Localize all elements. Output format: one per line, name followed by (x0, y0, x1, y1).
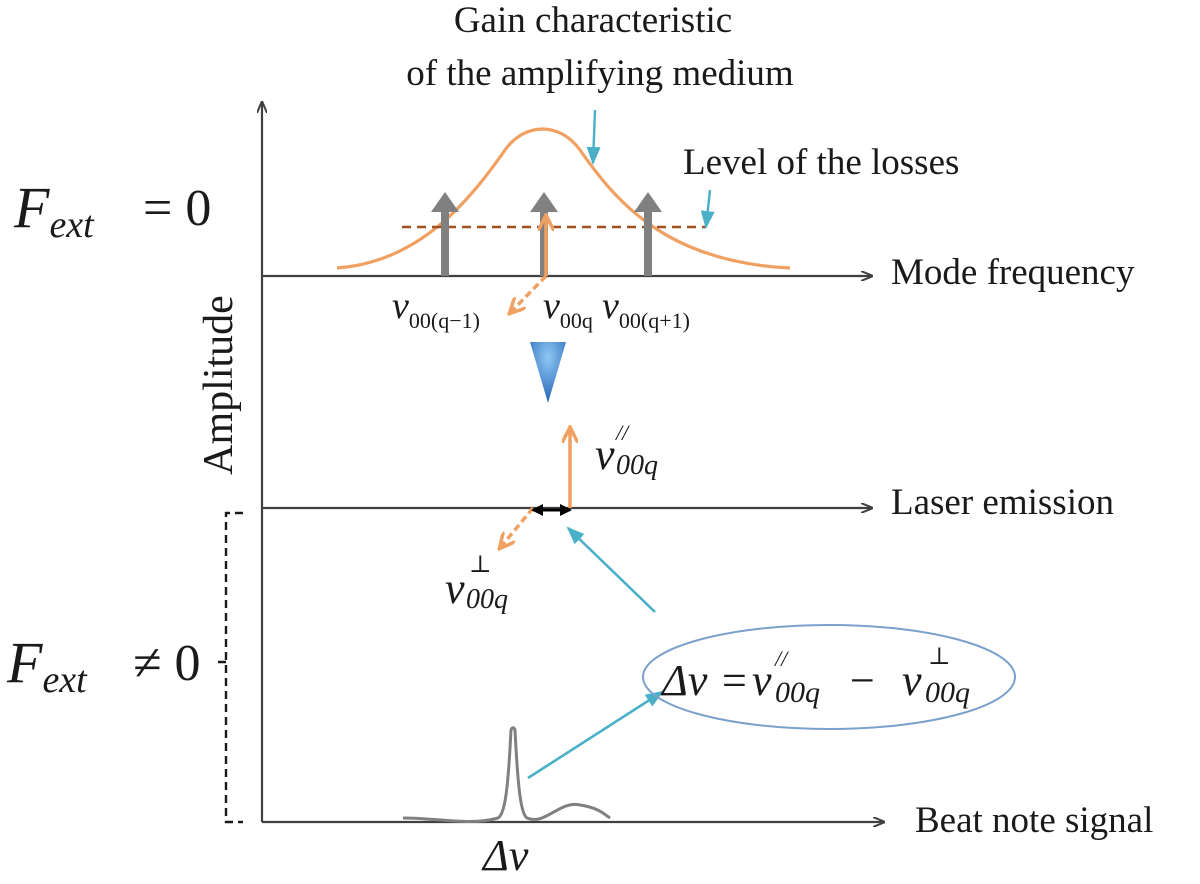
nu-label-q-minus-1: ν00(q−1) (392, 285, 480, 333)
gain-pointer-arrow (586, 109, 601, 165)
amplitude-label: Amplitude (196, 295, 242, 475)
orange-dashed-arrow-laser (500, 506, 535, 548)
down-triangle-icon (530, 342, 566, 403)
svg-text:⊥: ⊥ (469, 552, 492, 578)
svg-text:00q: 00q (775, 676, 820, 709)
losses-pointer-arrow (700, 189, 715, 229)
delta-pointer-arrow (566, 526, 656, 613)
svg-text:00q: 00q (616, 450, 658, 481)
svg-text:Fext: Fext (6, 630, 88, 701)
gain-curve (336, 127, 791, 270)
nu-parallel-label: ν // 00q (595, 420, 658, 481)
mode-arrow-q (530, 192, 558, 276)
svg-text:00q: 00q (466, 584, 508, 615)
svg-text:⊥: ⊥ (928, 644, 951, 670)
svg-text:=: = (722, 656, 747, 705)
gain-label-line1: Gain characteristic (454, 0, 732, 41)
svg-text:Fext: Fext (13, 175, 95, 246)
svg-text:−: − (850, 656, 875, 705)
gain-label-line2: of the amplifying medium (406, 53, 794, 94)
beat-note-signal (402, 726, 611, 824)
svg-text:ν: ν (902, 656, 922, 705)
f-ext-zero-expr: Fext = 0 (13, 175, 211, 246)
f-ext-nonzero-bracket (213, 511, 243, 824)
svg-text:≠ 0: ≠ 0 (133, 635, 201, 692)
mode-arrow-q-minus-1 (431, 192, 459, 276)
mode-frequency-label: Mode frequency (891, 252, 1135, 293)
delta-nu-equation: Δν = ν // 00q − ν ⊥ 00q (660, 644, 970, 709)
orange-dashed-arrow-top (510, 274, 548, 313)
svg-text:Δν: Δν (660, 656, 708, 705)
laser-emission-label: Laser emission (891, 482, 1114, 523)
svg-text:00q: 00q (925, 676, 970, 709)
svg-text:ν: ν (445, 564, 465, 613)
signal-pointer-arrow (527, 690, 664, 780)
mode-arrow-q-plus-1 (634, 192, 662, 276)
nu-label-q: ν00q (543, 285, 593, 333)
delta-nu-beat-label: Δν (481, 831, 529, 880)
f-ext-nonzero-expr: Fext ≠ 0 (6, 630, 201, 701)
svg-text://: // (614, 420, 630, 445)
nu-perp-label: ν ⊥ 00q (445, 552, 508, 615)
nu-label-q-plus-1: ν00(q+1) (602, 285, 690, 333)
svg-text:= 0: = 0 (143, 180, 211, 237)
svg-text:ν: ν (752, 656, 772, 705)
losses-label: Level of the losses (683, 142, 959, 183)
svg-text://: // (773, 646, 789, 671)
svg-text:ν: ν (595, 430, 615, 479)
equation-ellipse (642, 624, 1016, 730)
beat-note-label: Beat note signal (915, 800, 1153, 841)
